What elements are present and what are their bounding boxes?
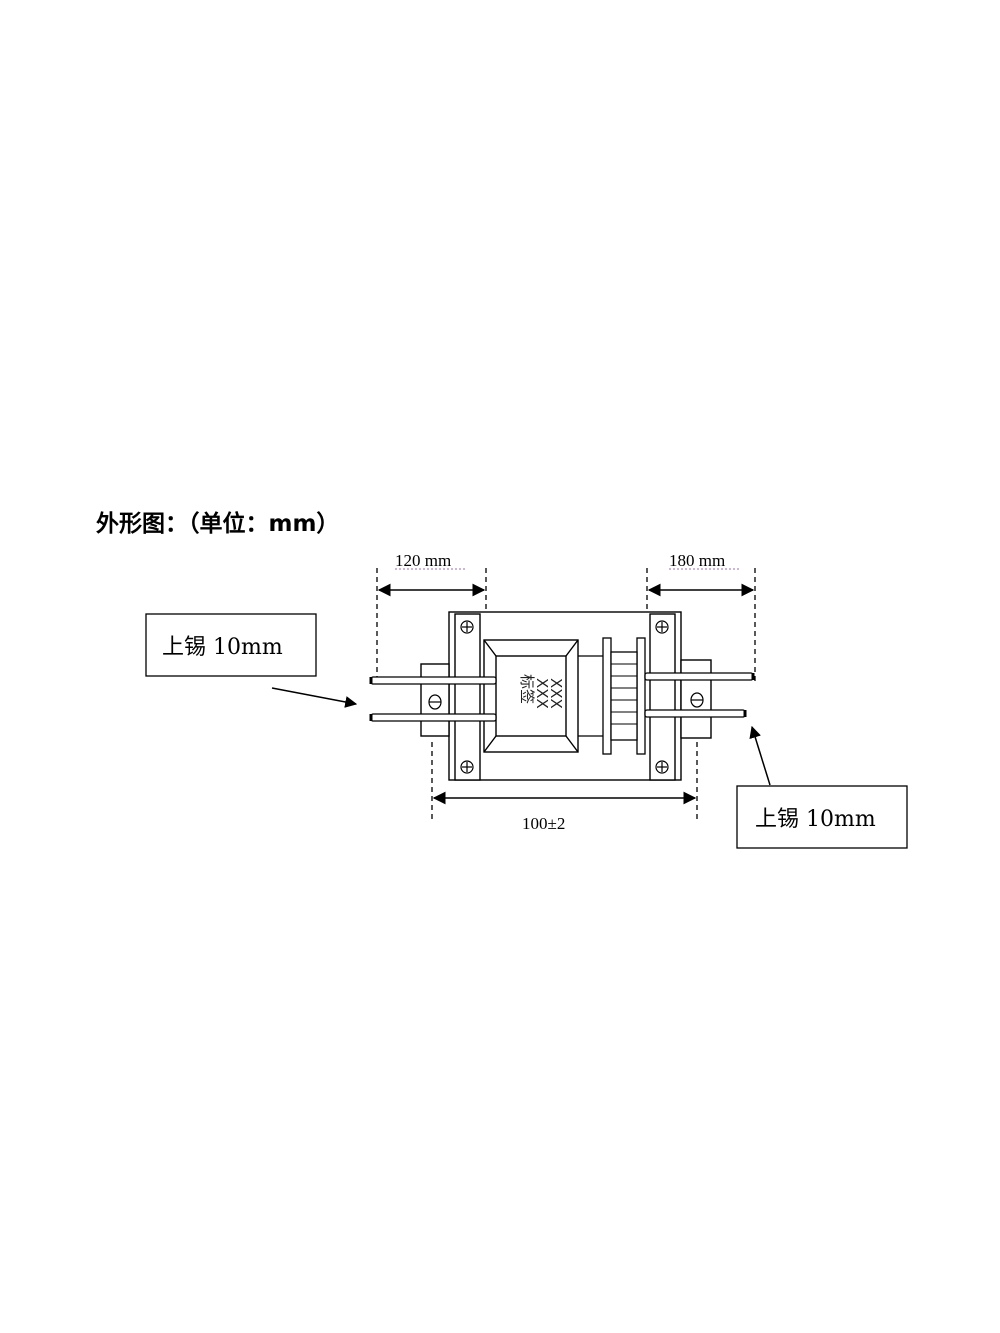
core-block — [483, 639, 579, 753]
lead-wires-right — [644, 672, 755, 718]
callout-right-box — [736, 785, 908, 849]
lead-wire-right-top — [644, 672, 754, 681]
callout-left-box — [145, 613, 317, 677]
dim-label-body-width: 100±2 — [522, 814, 565, 833]
label-line-3: XXX — [547, 678, 565, 709]
screws — [428, 620, 704, 774]
callout-left: 上锡 10mm — [145, 613, 358, 708]
lead-wire-left-bottom — [370, 713, 497, 722]
lead-wire-left-top — [370, 676, 497, 685]
screw-icon — [655, 760, 669, 774]
bobbin-body — [610, 651, 638, 741]
callout-right-arrow — [749, 725, 771, 786]
dimension-arrows — [377, 583, 755, 805]
dim-label-left-lead: 120 mm — [395, 551, 451, 570]
left-mounting-strip — [454, 613, 481, 781]
extension-lines — [376, 568, 756, 820]
product-label: 标签 XXX XXX — [518, 674, 565, 709]
callout-right: 上锡 10mm — [736, 725, 908, 849]
bobbin-flange-right — [636, 637, 646, 755]
screw-icon — [655, 620, 669, 634]
coil-bobbin — [578, 637, 646, 755]
mounting-hole-icon — [690, 692, 704, 708]
callout-right-text: 上锡 10mm — [755, 807, 876, 832]
mounting-hole-icon — [428, 694, 442, 710]
callout-left-arrow — [271, 687, 358, 708]
lead-wire-right-bottom — [644, 709, 746, 718]
coil-windings — [611, 663, 637, 725]
bobbin-flange-left — [602, 637, 612, 755]
screw-icon — [460, 620, 474, 634]
core-inner — [495, 655, 567, 737]
callout-left-text: 上锡 10mm — [162, 635, 283, 660]
screw-icon — [460, 760, 474, 774]
right-mounting-strip — [649, 613, 676, 781]
lead-wires-left — [369, 676, 497, 722]
dim-label-right-lead: 180 mm — [669, 551, 725, 570]
page-title: 外形图：（单位：mm） — [96, 511, 340, 537]
label-line-2: XXX — [533, 678, 551, 709]
label-line-1: 标签 — [518, 674, 536, 704]
